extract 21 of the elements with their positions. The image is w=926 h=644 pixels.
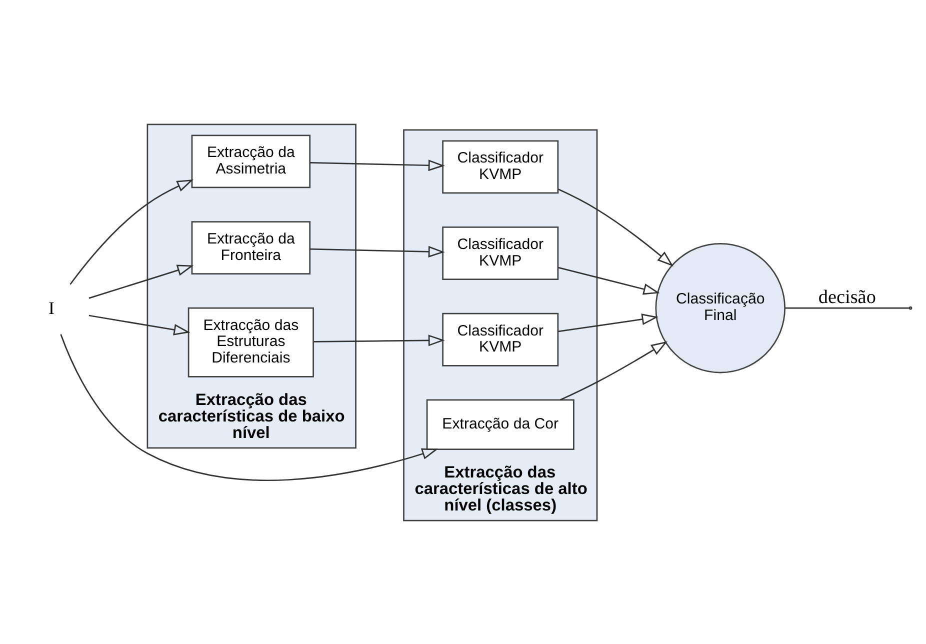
node-box: Extracção da Assimetria bbox=[191, 134, 311, 188]
node-box: Extracção da Cor bbox=[426, 398, 574, 450]
arrow bbox=[310, 159, 445, 171]
arrow bbox=[70, 179, 194, 284]
arrow bbox=[88, 264, 194, 298]
node-box: Classificador KVMP bbox=[442, 312, 559, 366]
arrow bbox=[314, 334, 445, 346]
arrow bbox=[310, 245, 445, 257]
edge-label: decisão bbox=[818, 286, 876, 308]
node-box: Classificador KVMP bbox=[442, 226, 559, 280]
node-box: Classificador KVMP bbox=[442, 140, 559, 194]
connector bbox=[785, 306, 910, 308]
node-box: Extracção da Fronteira bbox=[191, 220, 311, 274]
arrow bbox=[88, 314, 190, 335]
arrow bbox=[558, 188, 674, 266]
arrow bbox=[558, 266, 660, 294]
arrow bbox=[60, 334, 438, 480]
node-text: I bbox=[48, 298, 54, 318]
arrow bbox=[558, 313, 658, 332]
arrow bbox=[560, 340, 668, 400]
node-box: Extracção das Estruturas Diferenciais bbox=[188, 306, 314, 377]
